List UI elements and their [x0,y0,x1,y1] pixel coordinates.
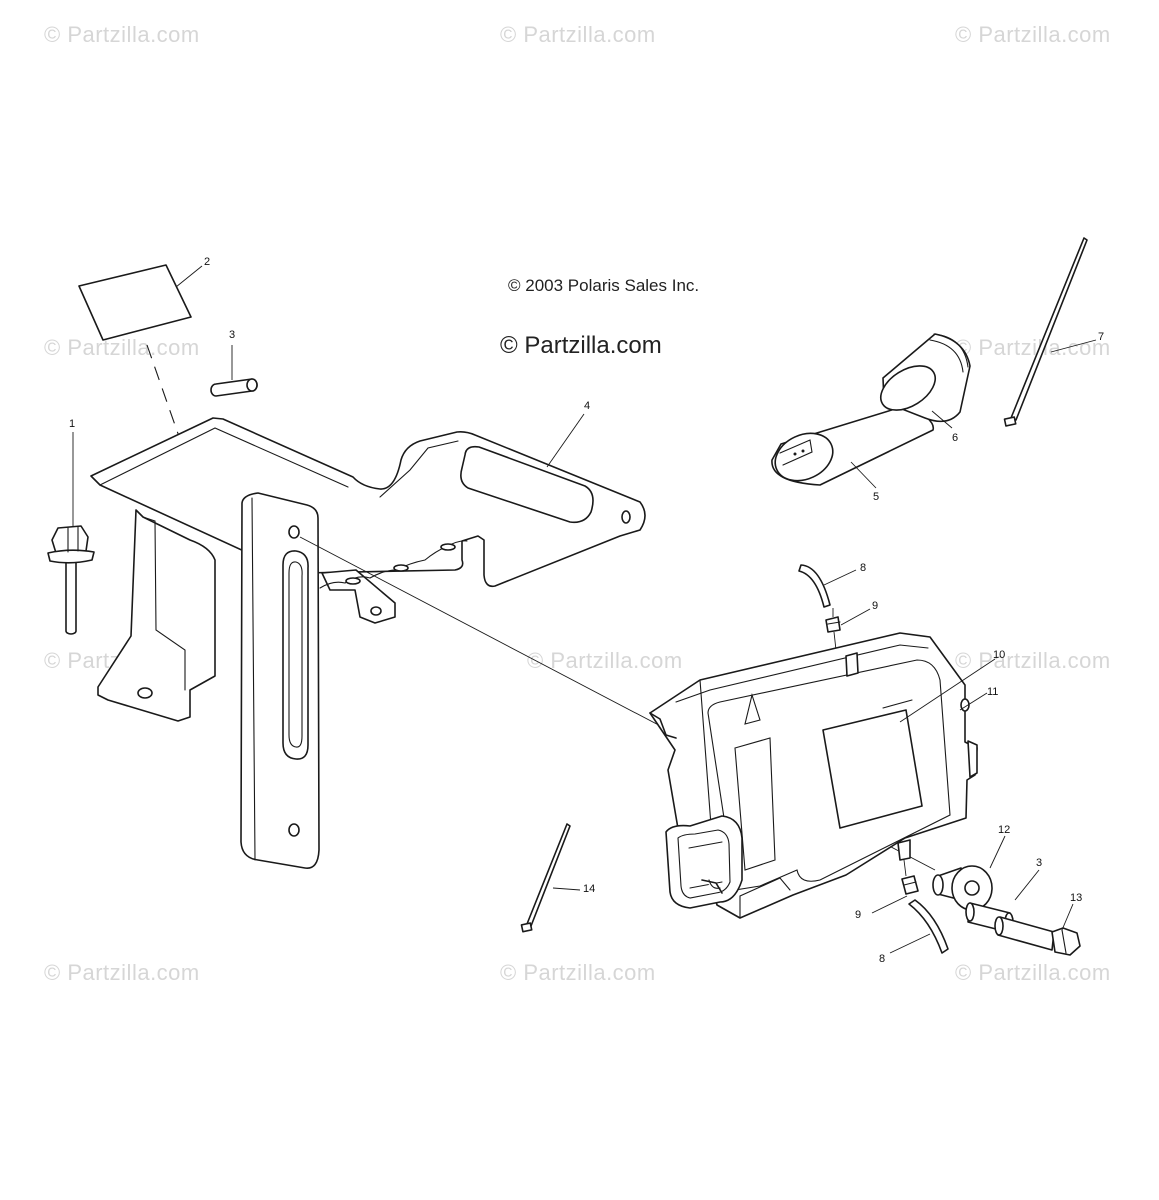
callout-12: 12 [998,824,1011,836]
callout-9: 9 [855,909,862,921]
watermark: © Partzilla.com [955,335,1111,360]
decal-label-part [78,264,192,341]
upper-wire-part [798,564,831,608]
watermark: © Partzilla.com [44,335,200,360]
watermark: © Partzilla.com [955,22,1111,47]
flange-bolt-part [47,525,95,635]
mounting-bracket-part [90,417,646,869]
long-cable-tie-part [1003,237,1088,427]
callout-leaders [72,265,1097,954]
watermark: © Partzilla.com [44,960,200,985]
hex-bolt-part [994,916,1081,956]
ecu-decal-part [822,709,923,829]
callout-5: 5 [873,491,880,503]
callout-11: 11 [987,686,999,698]
watermark: © Partzilla.com [955,960,1111,985]
callout-13: 13 [1070,892,1083,904]
lower-wire-part [908,899,949,954]
watermark: © Partzilla.com [527,648,683,673]
callout-14: 14 [583,883,596,895]
callout-1: 1 [69,418,76,430]
cylinder-part [880,333,971,423]
upper-grommet-part [825,608,841,651]
callout-3: 3 [1036,857,1043,869]
ecu-module-part [649,632,978,919]
callout-2: 2 [204,256,211,268]
callout-9: 9 [872,600,879,612]
short-cable-tie-part [520,823,571,933]
flanged-bushing-part [932,865,993,911]
copyright-notice: © 2003 Polaris Sales Inc. [508,276,700,295]
callout-7: 7 [1098,331,1105,343]
callout-6: 6 [952,432,959,444]
callout-8: 8 [879,953,886,965]
lower-grommet-part [901,859,919,895]
callout-8: 8 [860,562,867,574]
cylinder-cap-part [771,404,935,486]
watermark: © Partzilla.com [500,960,656,985]
spacer-sleeve-part [210,378,258,397]
watermark: © Partzilla.com [500,22,656,47]
brand-watermark: © Partzilla.com [500,332,662,359]
callout-4: 4 [584,400,591,412]
watermark: © Partzilla.com [44,22,200,47]
callout-3: 3 [229,329,236,341]
callout-10: 10 [993,649,1006,661]
